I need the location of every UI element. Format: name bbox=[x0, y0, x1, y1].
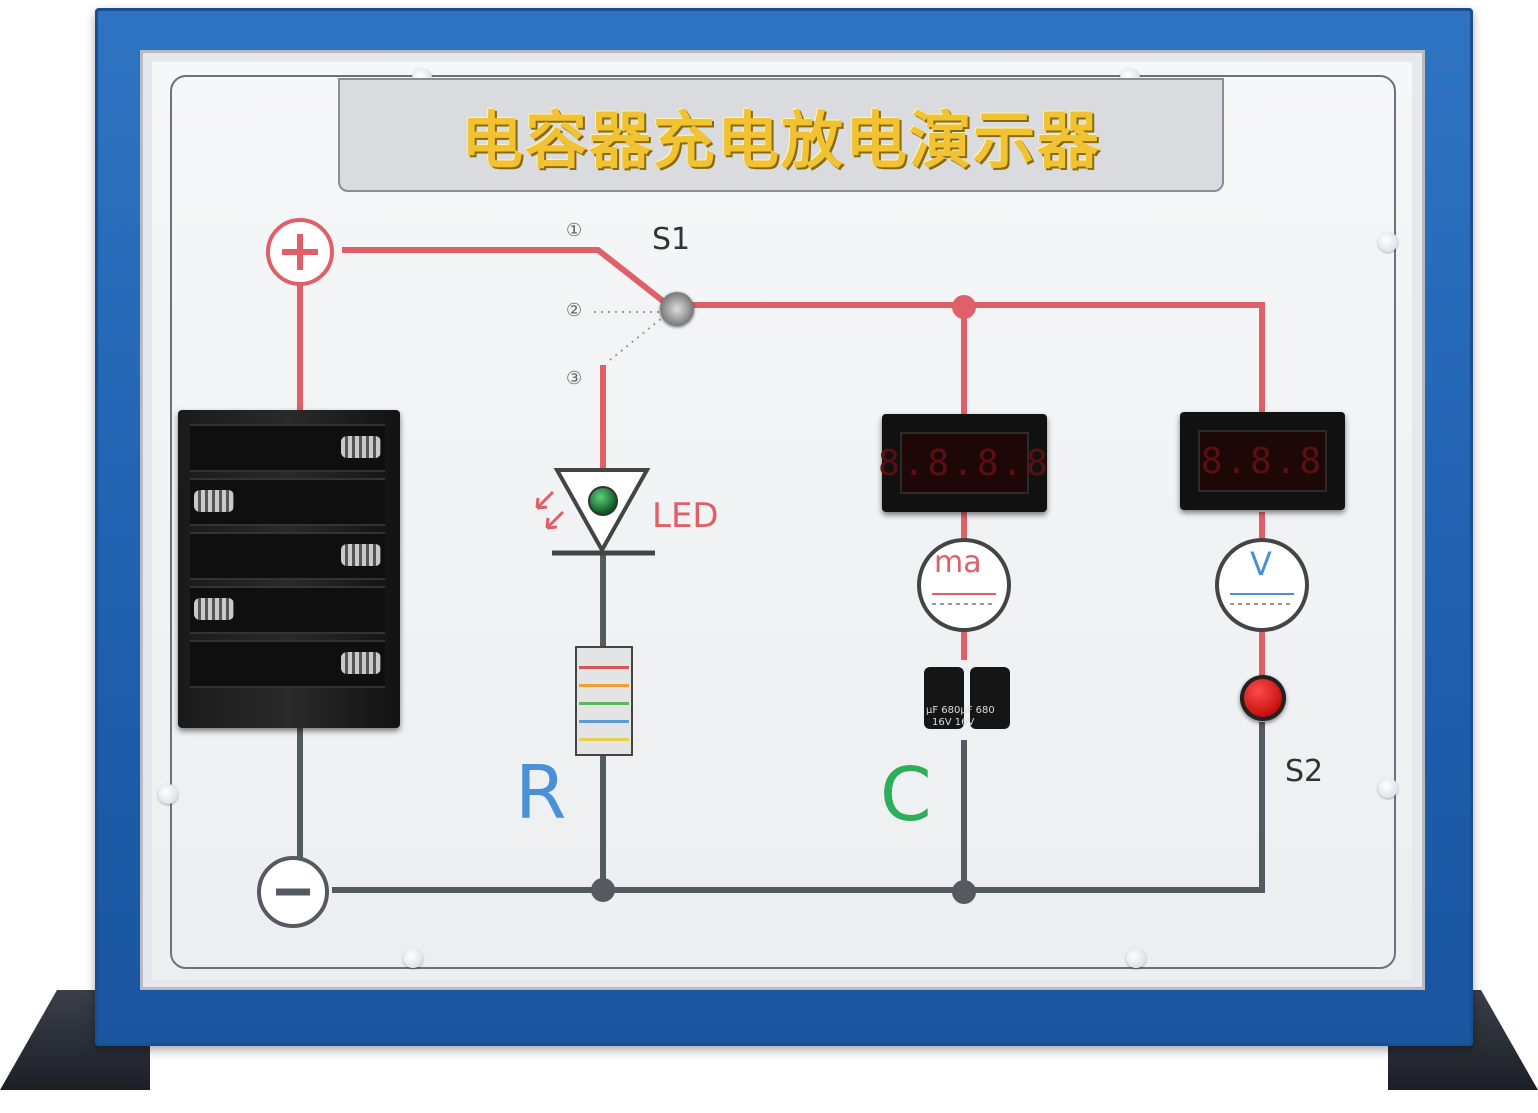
switch-position-3: ③ bbox=[566, 368, 583, 389]
wire-junction bbox=[591, 878, 615, 902]
resistor-label: R bbox=[515, 750, 567, 836]
battery-slot bbox=[190, 424, 385, 472]
switch-s2-label: S2 bbox=[1285, 754, 1324, 789]
battery-slot bbox=[190, 586, 385, 634]
ammeter-symbol bbox=[917, 538, 1011, 632]
ammeter-unit-label: ma bbox=[934, 545, 982, 580]
battery-slot bbox=[190, 532, 385, 580]
voltmeter-display: 8.8.8 bbox=[1180, 412, 1345, 510]
switch-position-2: ② bbox=[566, 300, 583, 321]
positive-wire bbox=[342, 247, 1265, 418]
battery-slot bbox=[190, 640, 385, 688]
led-component bbox=[588, 486, 618, 516]
minus-terminal-icon bbox=[257, 856, 329, 928]
wire-junction bbox=[952, 295, 976, 319]
led-label: LED bbox=[652, 496, 719, 536]
panel-screw bbox=[1378, 232, 1398, 252]
page-title: 电容器充电放电演示器 bbox=[460, 104, 1101, 177]
ammeter-digits: 8.8.8.8 bbox=[878, 442, 1051, 484]
panel-screw bbox=[1126, 948, 1146, 968]
battery-holder bbox=[178, 410, 400, 728]
toggle-switch-icon[interactable] bbox=[660, 292, 694, 326]
resistor-component bbox=[575, 646, 633, 756]
panel-screw bbox=[1378, 778, 1398, 798]
capacitor-component: µF 680µF 680 16V 16V bbox=[918, 655, 1016, 740]
capacitor-marking: µF 680µF 680 bbox=[926, 705, 995, 716]
switch-s1-label: S1 bbox=[652, 222, 691, 257]
panel-border bbox=[170, 75, 1396, 969]
panel-screw bbox=[158, 784, 178, 804]
wire-junction bbox=[952, 880, 976, 904]
capacitor-label: C bbox=[880, 752, 932, 838]
capacitor-voltage: 16V 16V bbox=[932, 717, 975, 728]
title-plate: 电容器充电放电演示器 bbox=[338, 78, 1224, 192]
battery-slot bbox=[190, 478, 385, 526]
voltmeter-digits: 8.8.8 bbox=[1200, 440, 1325, 482]
switch-position-1: ① bbox=[566, 220, 583, 241]
ammeter-display: 8.8.8.8 bbox=[878, 414, 1048, 512]
plus-terminal-icon bbox=[266, 218, 334, 286]
panel-screw bbox=[403, 948, 423, 968]
negative-wire bbox=[332, 722, 1265, 893]
switch-position-line bbox=[609, 317, 663, 361]
voltmeter-symbol bbox=[1215, 538, 1309, 632]
push-button-icon[interactable] bbox=[1240, 675, 1286, 721]
voltmeter-unit-label: V bbox=[1250, 545, 1272, 583]
